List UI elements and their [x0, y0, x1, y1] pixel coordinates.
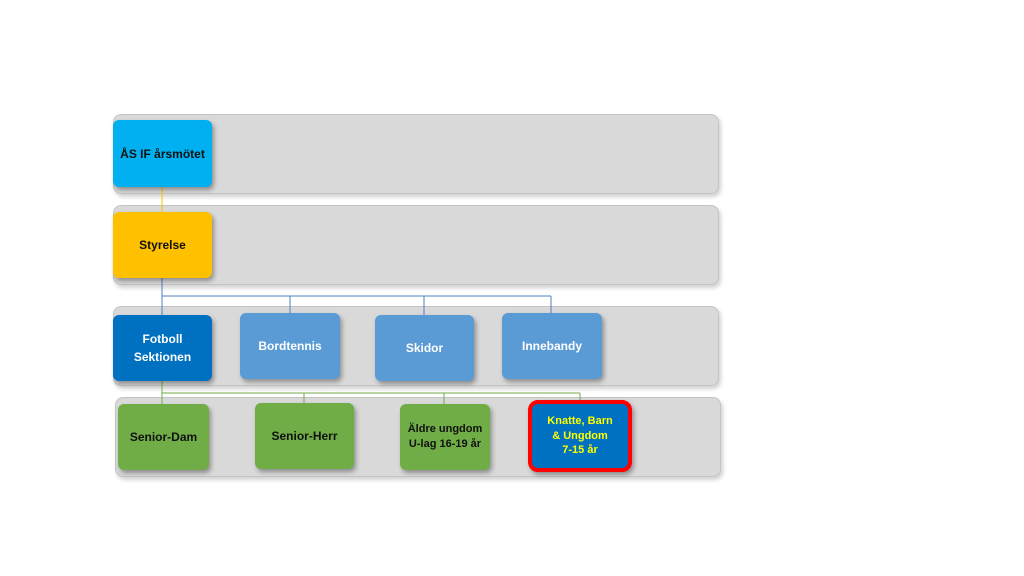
node-styrelse: Styrelse — [113, 212, 212, 278]
node-senior-dam: Senior-Dam — [118, 404, 209, 470]
node-arsmotet: ÅS IF årsmötet — [113, 120, 212, 187]
node-aldre-ungdom: Äldre ungdom U-lag 16-19 år — [400, 404, 490, 470]
node-fotboll-sektionen: Fotboll Sektionen — [113, 315, 212, 381]
level-band-1 — [113, 114, 719, 194]
node-knatte-barn-ungdom: Knatte, Barn & Ungdom 7-15 år — [528, 400, 632, 472]
level-band-2 — [113, 205, 719, 285]
node-innebandy: Innebandy — [502, 313, 602, 379]
node-bordtennis: Bordtennis — [240, 313, 340, 379]
node-skidor: Skidor — [375, 315, 474, 381]
node-senior-herr: Senior-Herr — [255, 403, 354, 469]
